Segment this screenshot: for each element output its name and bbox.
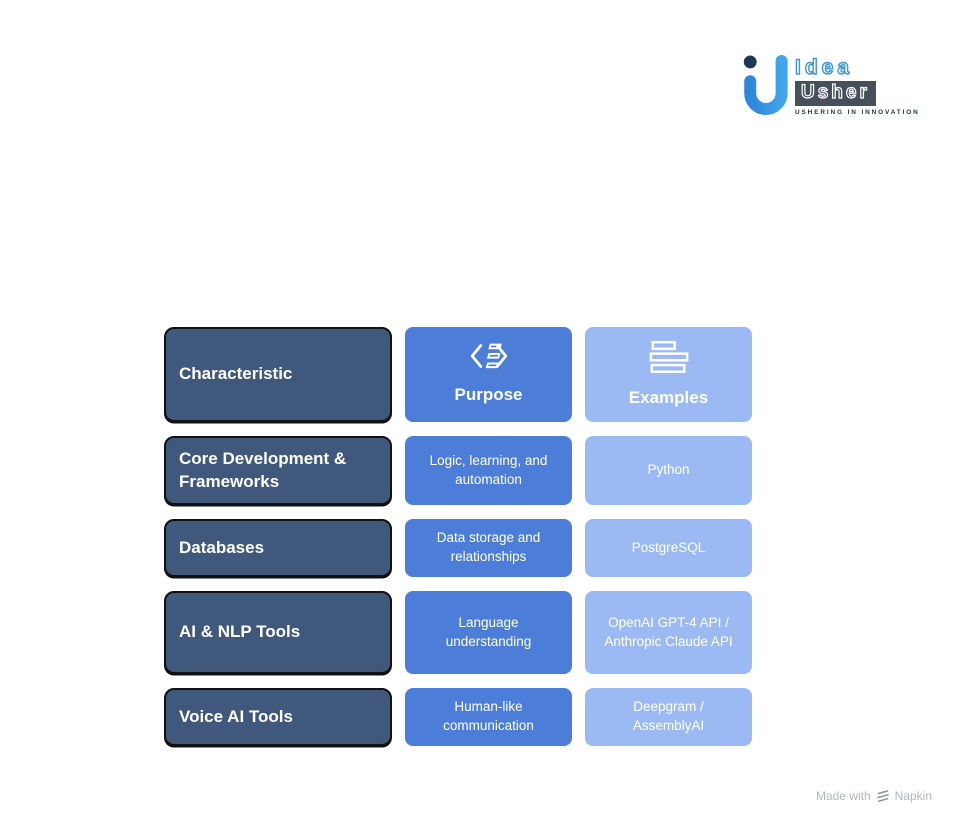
examples-text: OpenAI GPT-4 API / Anthropic Claude API bbox=[604, 614, 733, 649]
comparison-table: Characteristic Purpose bbox=[164, 327, 752, 746]
purpose-text: Data storage and relationships bbox=[436, 530, 541, 564]
purpose-cell-databases: Data storage and relationships bbox=[405, 519, 572, 577]
examples-cell-ai-nlp-tools: OpenAI GPT-4 API / Anthropic Claude API bbox=[585, 591, 752, 674]
logo-brand-bottom: Usher bbox=[800, 82, 870, 103]
transfer-arrows-icon bbox=[470, 343, 507, 369]
purpose-text: Human-like communication bbox=[443, 699, 534, 733]
examples-cell-databases: PostgreSQL bbox=[585, 519, 752, 577]
characteristic-cell-databases: Databases bbox=[164, 519, 392, 577]
idea-usher-monogram-icon bbox=[743, 55, 788, 115]
purpose-cell-voice-ai-tools: Human-like communication bbox=[405, 688, 572, 746]
header-cell-characteristic: Characteristic bbox=[164, 327, 392, 422]
row-label: Databases bbox=[179, 537, 265, 557]
logo-text-block: Idea Usher USHERING IN INNOVATION bbox=[794, 51, 920, 116]
attribution-brand: Napkin bbox=[894, 789, 932, 803]
examples-text: PostgreSQL bbox=[631, 539, 706, 555]
purpose-text: Logic, learning, and automation bbox=[429, 452, 548, 487]
row-label: Core Development & Frameworks bbox=[179, 449, 347, 491]
row-label: AI & NLP Tools bbox=[179, 622, 301, 642]
header-purpose-label: Purpose bbox=[454, 385, 523, 405]
characteristic-cell-core-development: Core Development & Frameworks bbox=[164, 436, 392, 505]
header-characteristic-label: Characteristic bbox=[179, 364, 293, 384]
header-examples-label: Examples bbox=[628, 387, 709, 407]
header-cell-examples: Examples bbox=[585, 327, 752, 422]
logo-tagline: USHERING IN INNOVATION bbox=[795, 109, 920, 116]
purpose-cell-ai-nlp-tools: Language understanding bbox=[405, 591, 572, 674]
examples-cell-voice-ai-tools: Deepgram / AssemblyAI bbox=[585, 688, 752, 746]
idea-usher-logo: Idea Usher USHERING IN INNOVATION bbox=[741, 51, 920, 119]
stacked-bars-icon bbox=[649, 340, 688, 373]
attribution-prefix: Made with bbox=[815, 789, 871, 803]
examples-text: Deepgram / AssemblyAI bbox=[632, 699, 705, 733]
napkin-logo-icon bbox=[876, 790, 889, 803]
characteristic-cell-ai-nlp-tools: AI & NLP Tools bbox=[164, 591, 392, 674]
examples-cell-core-development: Python bbox=[585, 436, 752, 505]
header-cell-purpose: Purpose bbox=[405, 327, 572, 422]
examples-text: Python bbox=[647, 462, 690, 478]
purpose-text: Language understanding bbox=[445, 614, 532, 649]
logo-brand-top: Idea bbox=[794, 56, 854, 79]
napkin-attribution: Made with Napkin bbox=[816, 789, 932, 803]
row-label: Voice AI Tools bbox=[179, 706, 293, 726]
characteristic-cell-voice-ai-tools: Voice AI Tools bbox=[164, 688, 392, 746]
logo-brand-bottom-box: Usher bbox=[795, 81, 876, 106]
purpose-cell-core-development: Logic, learning, and automation bbox=[405, 436, 572, 505]
